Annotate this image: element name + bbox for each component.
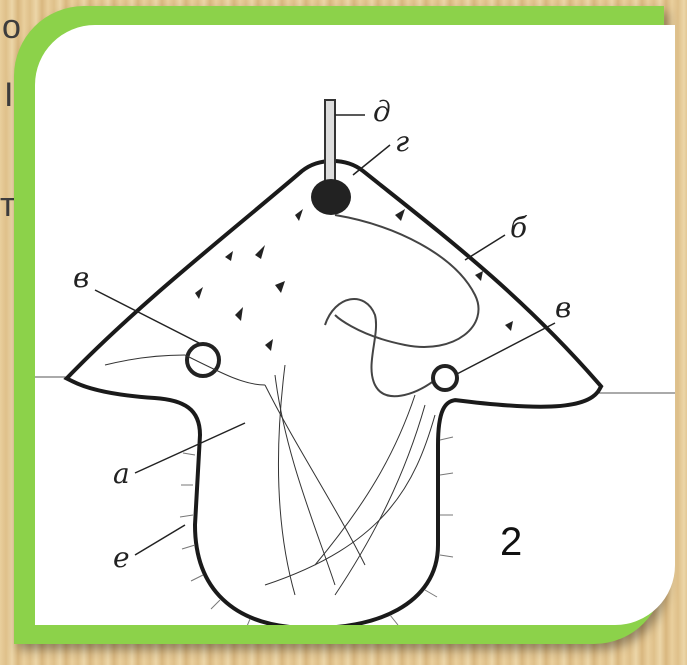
background-text-2: I — [4, 78, 13, 112]
label-v-right: в — [555, 291, 571, 324]
diagram-card: д г б в в а е 2 — [35, 25, 675, 625]
top-tube — [325, 100, 335, 182]
label-e: е — [113, 541, 130, 574]
figure-number: 2 — [500, 520, 522, 564]
label-v-left: в — [73, 261, 89, 294]
label-d: д — [373, 95, 391, 128]
label-b: б — [510, 211, 528, 244]
dark-plug — [311, 179, 351, 215]
background-text-1: о — [2, 10, 21, 44]
organism-cross-section-diagram: д г б в в а е 2 — [35, 25, 675, 625]
label-g: г — [395, 125, 409, 158]
label-a: а — [113, 457, 130, 490]
